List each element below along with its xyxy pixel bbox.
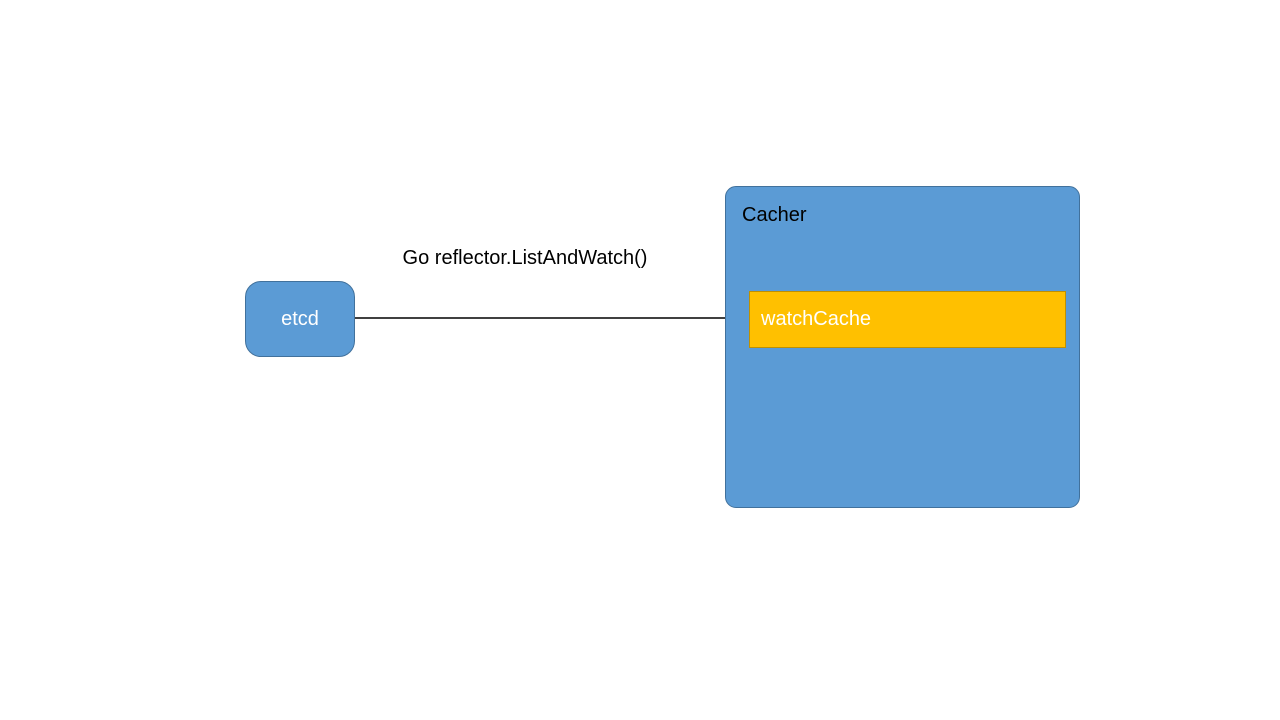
arrow-label: Go reflector.ListAndWatch()	[402, 247, 648, 269]
cacher-node-label: Cacher	[742, 204, 807, 226]
etcd-node-label: etcd	[281, 307, 319, 330]
watchcache-node-label: watchCache	[761, 308, 872, 330]
cacher-node: Cacher watchCache	[725, 186, 1080, 508]
etcd-node: etcd	[245, 281, 355, 357]
watchcache-node: watchCache	[749, 291, 1066, 348]
